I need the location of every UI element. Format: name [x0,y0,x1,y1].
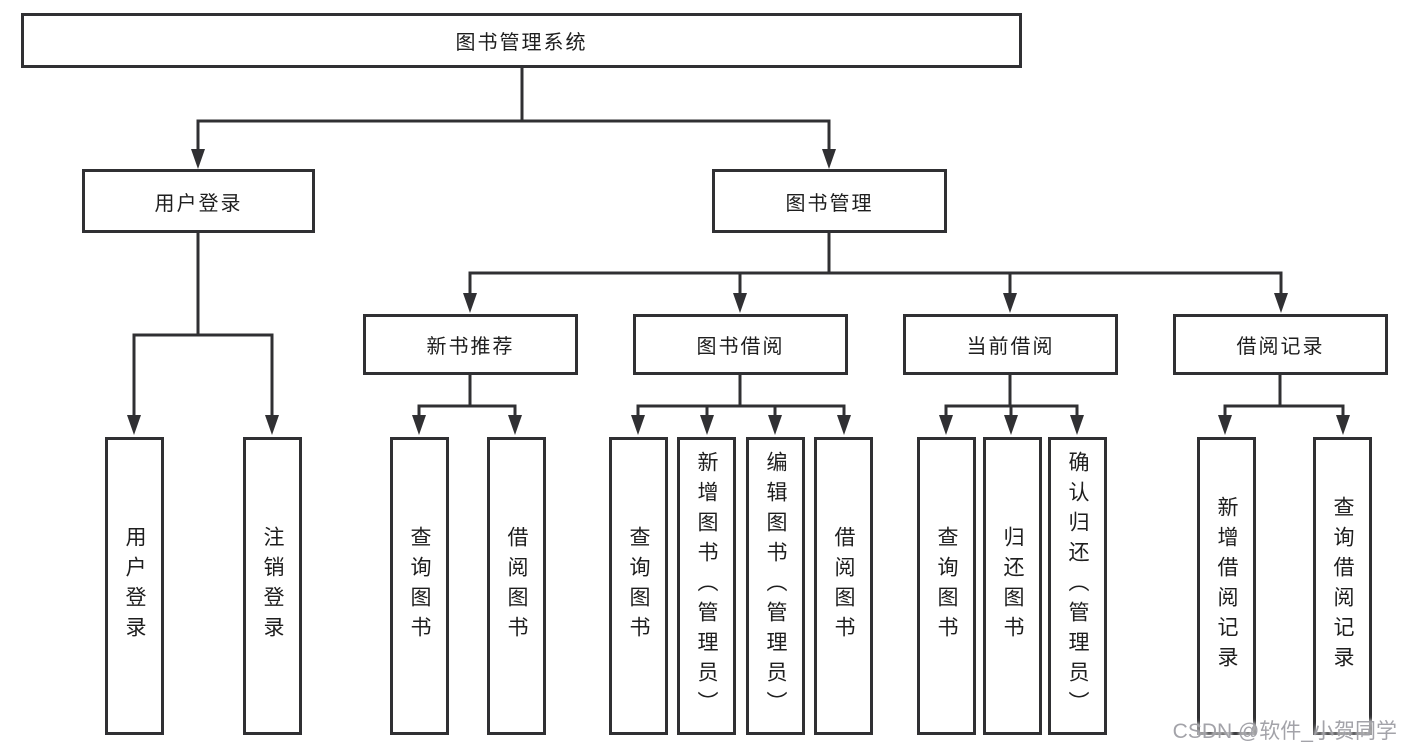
node-user-login: 用户登录 [82,169,315,233]
leaf-records-add-record: 新增借阅记录 [1197,437,1256,735]
leaf-label: 新增图书（管理员） [695,451,718,721]
leaf-label: 确认归还（管理员） [1066,451,1089,721]
node-label: 借阅记录 [1236,336,1325,358]
leaf-current-return-books: 归还图书 [983,437,1042,735]
leaf-label: 借阅图书 [505,526,528,646]
node-label: 图书管理系统 [455,32,588,54]
node-label: 用户登录 [154,192,243,215]
leaf-label: 编辑图书（管理员） [764,451,787,721]
connector-current-borrowing-to-leaves [944,375,1079,419]
connector-borrowing-records-to-leaves [1223,375,1345,419]
connector-user-login-to-leaves [132,233,274,418]
connector-book-borrowing-to-leaves [636,375,846,419]
connector-new-book-recommend-to-leaves [417,375,517,419]
connector-root-to-level2 [196,68,831,152]
csdn-watermark: CSDN @软件_小贺同学 [1172,720,1397,743]
leaf-recommend-borrow-books: 借阅图书 [487,437,546,735]
node-label: 新书推荐 [426,336,515,358]
leaf-borrowing-edit-books-admin: 编辑图书（管理员） [746,437,805,735]
leaf-recommend-query-books: 查询图书 [390,437,449,735]
leaf-user-login: 用户登录 [105,437,164,735]
node-label: 图书管理 [785,192,874,215]
node-new-book-recommend: 新书推荐 [363,314,578,375]
node-book-borrowing: 图书借阅 [633,314,848,375]
leaf-label: 新增借阅记录 [1215,496,1238,676]
node-current-borrowing: 当前借阅 [903,314,1118,375]
leaf-label: 注销登录 [261,526,284,646]
leaf-label: 借阅图书 [832,526,855,646]
leaf-label: 查询图书 [627,526,650,646]
leaf-label: 查询图书 [935,526,958,646]
leaf-borrowing-query-books: 查询图书 [609,437,668,735]
leaf-label: 查询图书 [408,526,431,646]
leaf-current-confirm-return-admin: 确认归还（管理员） [1048,437,1107,735]
connector-book-management-to-level3 [468,233,1283,296]
leaf-records-query-record: 查询借阅记录 [1313,437,1372,735]
node-label: 当前借阅 [966,336,1055,358]
node-library-management-system: 图书管理系统 [21,13,1022,68]
node-book-management: 图书管理 [712,169,947,233]
node-borrowing-records: 借阅记录 [1173,314,1388,375]
leaf-borrowing-borrow-books: 借阅图书 [814,437,873,735]
leaf-current-query-books: 查询图书 [917,437,976,735]
leaf-label: 归还图书 [1001,526,1024,646]
leaf-borrowing-add-books-admin: 新增图书（管理员） [677,437,736,735]
node-label: 图书借阅 [696,336,785,358]
leaf-label: 查询借阅记录 [1331,496,1354,676]
leaf-logout: 注销登录 [243,437,302,735]
leaf-label: 用户登录 [123,526,146,646]
